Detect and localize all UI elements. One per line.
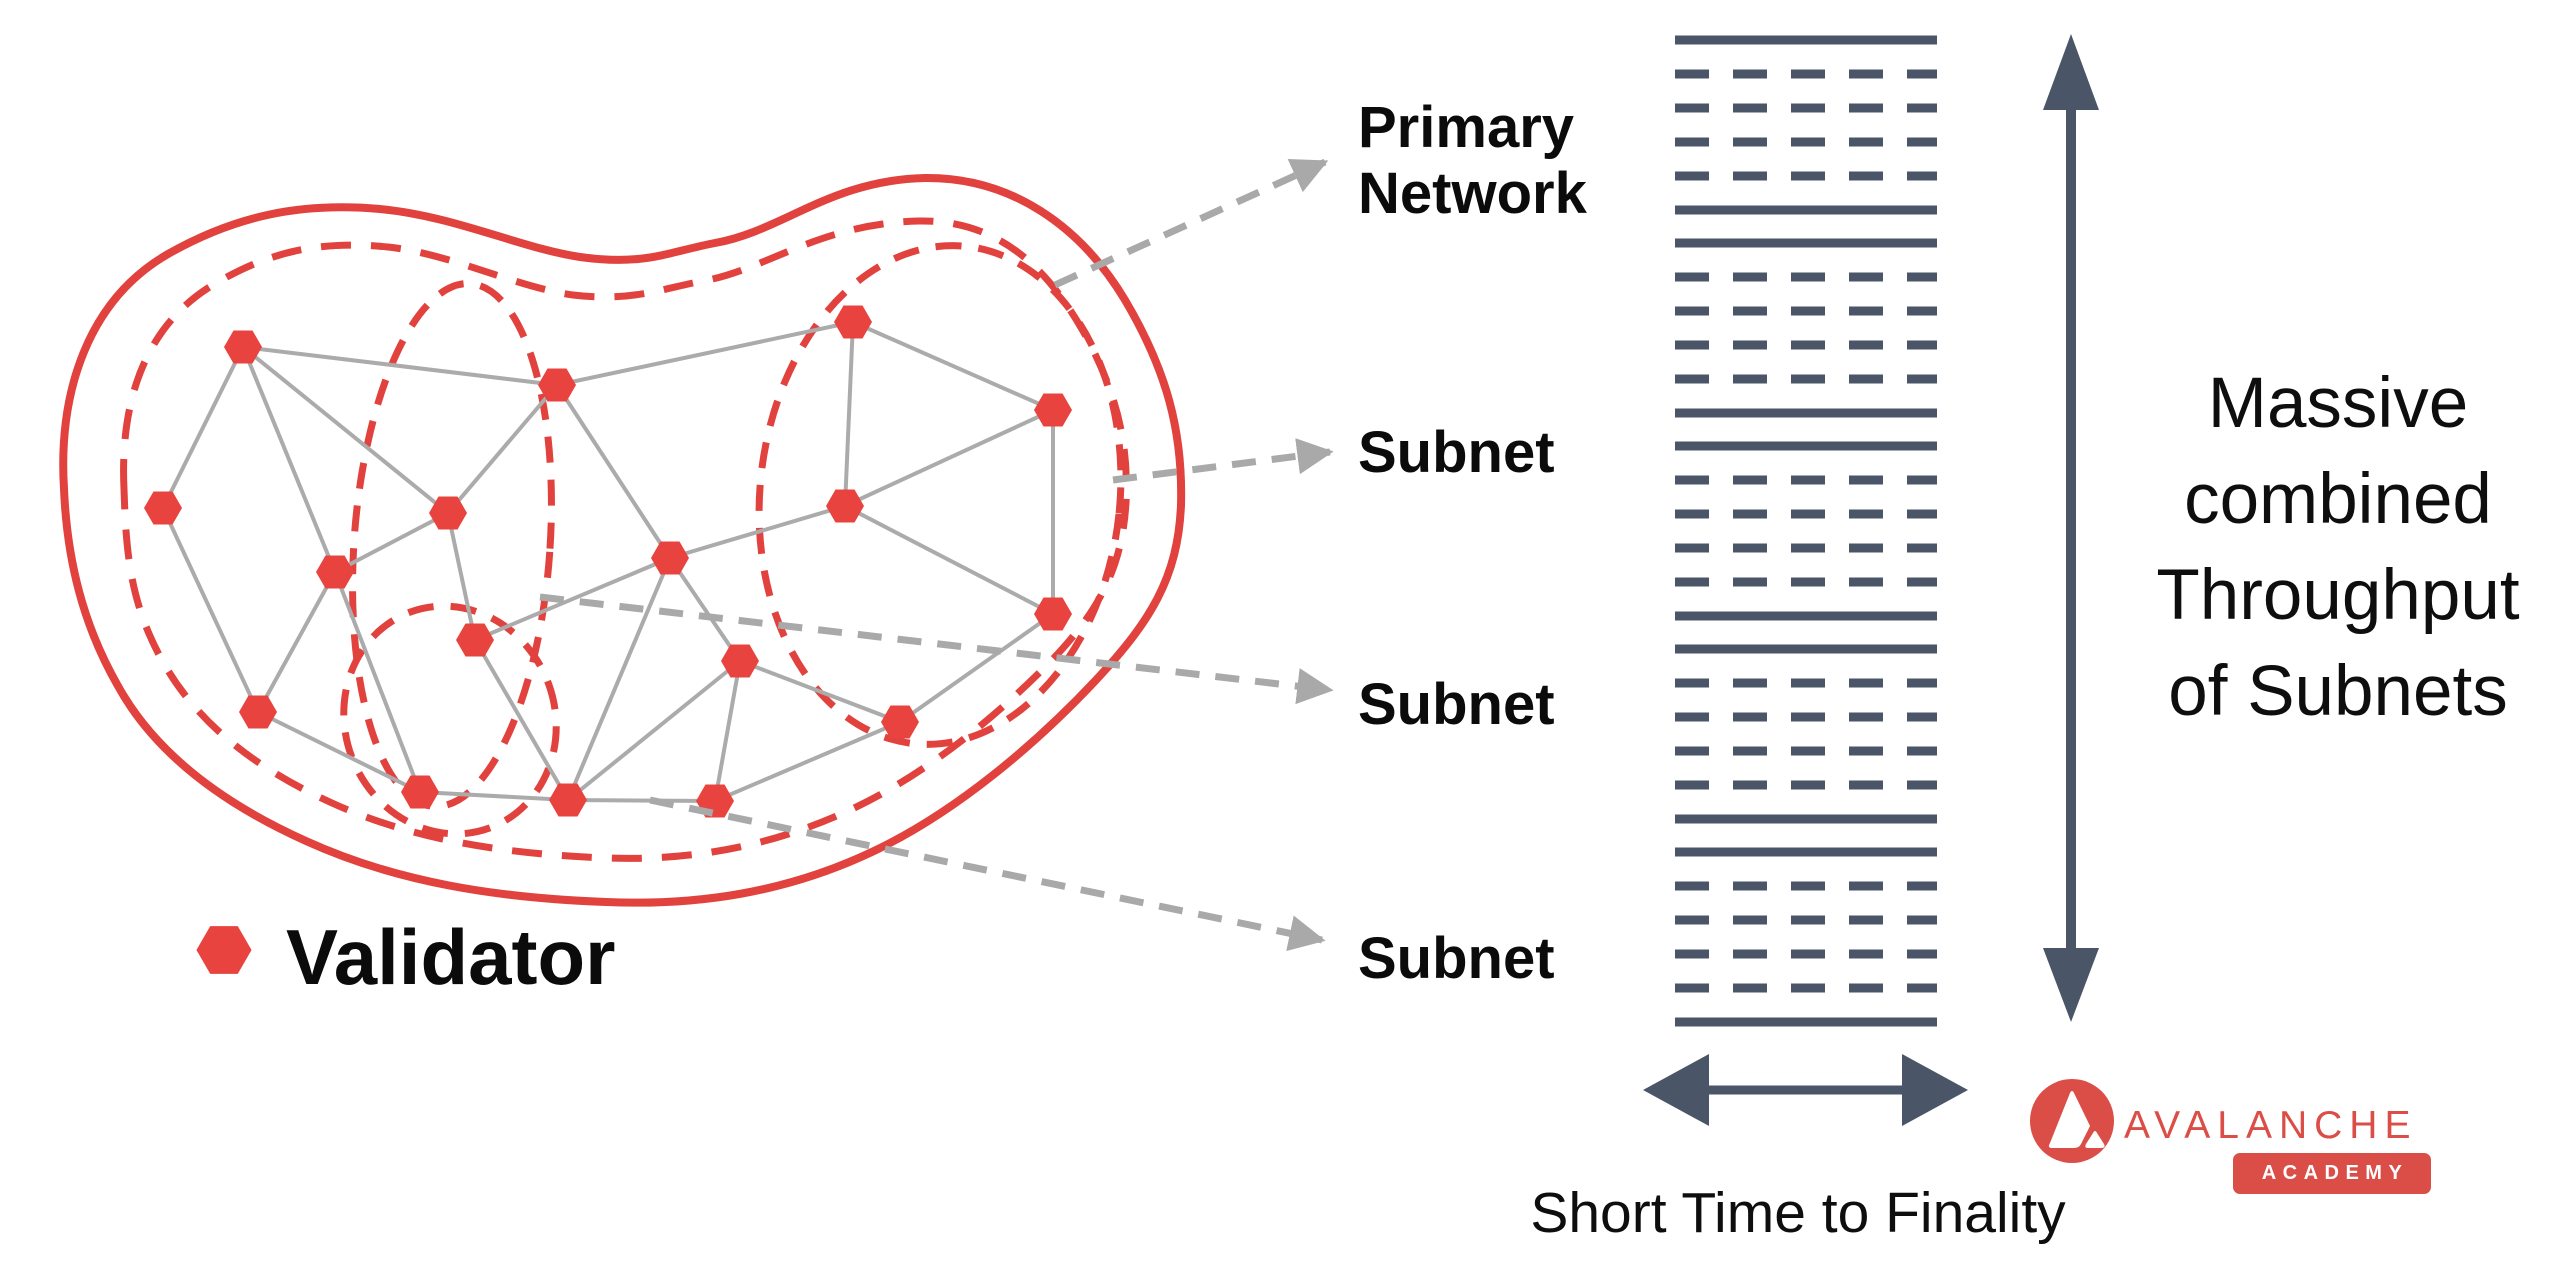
edge <box>566 557 672 801</box>
edge <box>844 504 1054 616</box>
throughput-caption-line1: Massive <box>2207 364 2469 443</box>
edge <box>852 320 1054 412</box>
validator-node <box>239 695 277 729</box>
edge <box>419 790 569 802</box>
blockchain-block <box>1675 243 1937 413</box>
edge <box>556 320 854 387</box>
logo-mark-main <box>2048 1091 2090 1148</box>
validator-node <box>651 541 689 575</box>
subnet-outline-full <box>120 217 1130 862</box>
throughput-caption-line4: of Subnets <box>2168 652 2508 731</box>
edge <box>567 798 716 803</box>
primary-network-label: Primary Network <box>1358 95 1587 227</box>
academy-badge: ACADEMY <box>2233 1153 2431 1194</box>
arrow-down-icon <box>2043 948 2099 1022</box>
validator-node <box>316 555 354 589</box>
validator-node <box>826 489 864 523</box>
edge <box>241 346 337 573</box>
validator-legend-label: Validator <box>286 913 616 1001</box>
subnet-arrow-3 <box>649 796 1326 952</box>
validator-nodes <box>144 305 1072 818</box>
edge <box>566 659 742 802</box>
academy-badge-label: ACADEMY <box>2261 1162 2409 1184</box>
edge <box>555 383 672 560</box>
subnet-arrow-1 <box>1112 438 1334 484</box>
primary-network-arrow <box>1053 158 1329 289</box>
blockchain-block <box>1675 40 1937 210</box>
validator-node <box>144 491 182 525</box>
validator-node <box>1034 393 1072 427</box>
edge <box>473 638 570 802</box>
subnet-arrow-2 <box>539 593 1334 705</box>
callout-arrows <box>539 158 1334 952</box>
blockchain-block <box>1675 446 1937 616</box>
network-edges <box>161 320 1055 803</box>
subnet-outline-center <box>349 280 555 810</box>
subnet-label-3: Subnet <box>1358 926 1555 991</box>
edge <box>242 345 558 387</box>
edge <box>333 571 422 793</box>
arrow-up-icon <box>2043 34 2099 110</box>
edge <box>446 383 559 515</box>
edge <box>161 507 260 713</box>
validator-node <box>401 775 439 809</box>
validator-node <box>834 305 872 339</box>
edge <box>844 408 1054 508</box>
primary-network-outline <box>59 173 1186 907</box>
throughput-caption-line2: combined <box>2184 460 2492 539</box>
edge <box>843 321 855 507</box>
edge <box>714 720 901 803</box>
finality-caption: Short Time to Finality <box>1530 1181 2066 1245</box>
edge <box>474 556 671 642</box>
subnet-label-1: Subnet <box>1358 420 1555 485</box>
validator-node <box>456 623 494 657</box>
subnet-label-2: Subnet <box>1358 672 1555 737</box>
throughput-caption-line3: Throughput <box>2156 556 2520 635</box>
blockchain-block <box>1675 649 1937 819</box>
edge <box>446 512 477 641</box>
avalanche-wordmark: AVALANCHE <box>2124 1104 2418 1147</box>
blockchain-stack <box>1675 40 1937 1022</box>
validator-icon <box>196 926 252 974</box>
throughput-arrow <box>2043 34 2099 1022</box>
avalanche-logo-icon <box>2030 1079 2114 1163</box>
edge <box>334 511 449 574</box>
edge <box>241 345 450 515</box>
logo-mark-small <box>2085 1131 2105 1148</box>
edge <box>898 612 1055 724</box>
primary-network-label-line1: Primary <box>1358 95 1575 160</box>
edge <box>161 346 245 509</box>
finality-arrow <box>1643 1054 1968 1126</box>
throughput-caption: Massive combined Throughput of Subnets <box>2128 356 2548 740</box>
arrow-right-icon <box>1902 1054 1968 1126</box>
edge <box>668 556 742 663</box>
blockchain-block <box>1675 852 1937 1022</box>
arrow-left-icon <box>1643 1054 1709 1126</box>
subnet-outline-right <box>755 242 1125 748</box>
edge <box>256 571 337 713</box>
edge <box>669 504 846 560</box>
edge <box>713 660 742 802</box>
edge <box>257 710 421 794</box>
primary-network-label-line2: Network <box>1358 161 1587 226</box>
edge <box>739 659 901 724</box>
